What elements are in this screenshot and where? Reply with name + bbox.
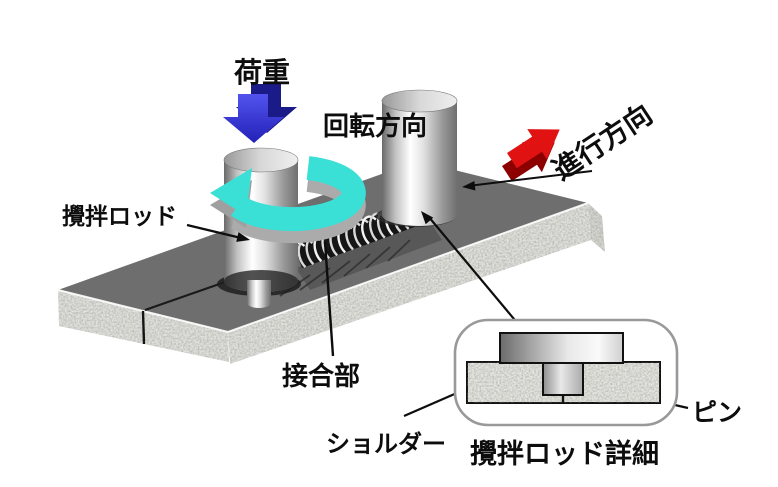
detail-inset xyxy=(453,318,679,427)
load-arrow xyxy=(223,84,297,143)
stir-rod-label: 攪拌ロッド xyxy=(62,204,177,230)
rotation-arrow-band xyxy=(230,156,366,232)
load-arrow-front xyxy=(223,94,284,143)
plate-right-end-texture xyxy=(588,203,605,252)
stir-rod-leader-head xyxy=(236,232,250,242)
plate-edge-highlight xyxy=(57,202,589,334)
butt-seam-end-face xyxy=(141,310,146,345)
rotation-direction-label: 回転方向 xyxy=(323,111,427,142)
pin-label: ピン xyxy=(692,398,742,427)
plate-front-texture xyxy=(228,203,591,364)
inset-pin xyxy=(542,361,584,396)
forward-rod-top xyxy=(381,89,458,113)
rotation-arrow xyxy=(210,156,366,244)
detail-caption: 攪拌ロッド詳細 xyxy=(470,438,659,470)
forward-rod-body xyxy=(382,101,457,227)
travel-path-line xyxy=(467,170,593,187)
travel-direction-label: 進行方向 xyxy=(547,97,659,186)
joint-leader xyxy=(323,241,335,357)
forward-rod-cylinder xyxy=(376,89,458,227)
inset-shoulder xyxy=(499,332,624,364)
joint-label: 接合部 xyxy=(282,361,360,392)
butt-seam-top-face xyxy=(144,280,229,311)
stir-rod-top xyxy=(223,147,299,173)
stir-rod-leader xyxy=(186,223,242,240)
travel-path-arrowhead xyxy=(462,181,476,191)
stir-rod-pin xyxy=(247,280,271,308)
travel-arrow xyxy=(462,129,593,191)
detail-leader-head xyxy=(421,211,434,225)
rotation-arrowhead xyxy=(210,168,252,216)
travel-arrow-front xyxy=(507,129,560,169)
shoulder-label: ショルダー xyxy=(326,430,446,458)
load-label: 荷重 xyxy=(234,56,290,89)
detail-leader xyxy=(427,215,520,326)
